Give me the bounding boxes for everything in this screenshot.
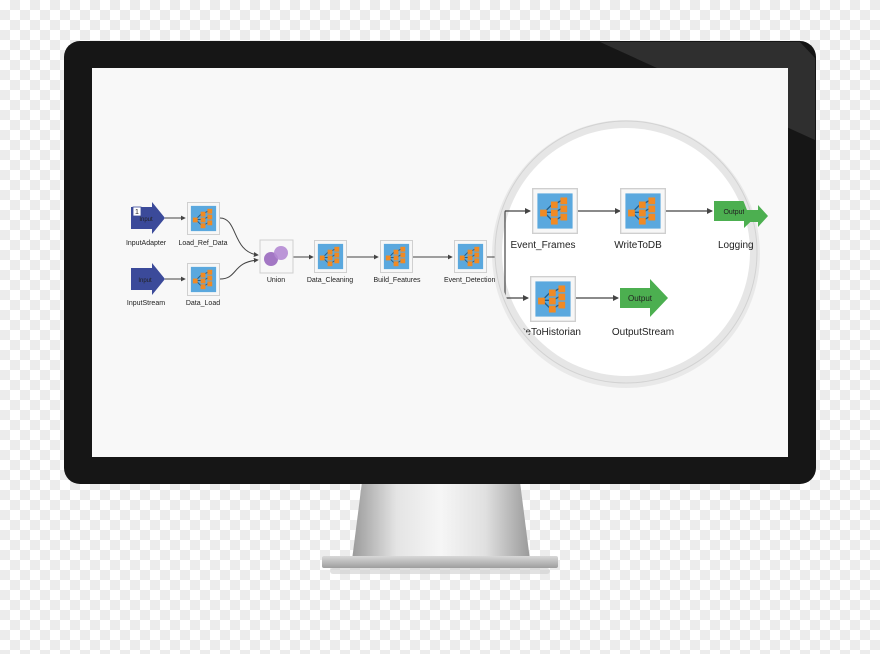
- event-frames-node[interactable]: Event_Frames: [510, 188, 578, 251]
- operator-icon: [187, 202, 220, 235]
- operator-icon: [532, 188, 578, 234]
- data-cleaning-node[interactable]: Data_Cleaning: [307, 240, 353, 284]
- load-ref-data-label: Load_Ref_Data: [178, 240, 227, 247]
- event-frames-label: Event_Frames: [510, 240, 575, 251]
- data-cleaning-label: Data_Cleaning: [307, 277, 353, 284]
- output-stream-label: OutputStream: [612, 327, 674, 338]
- load-ref-data-node[interactable]: Load_Ref_Data: [178, 202, 228, 247]
- build-features-node[interactable]: Build_Features: [373, 240, 421, 284]
- data-load-node[interactable]: Data_Load: [186, 263, 220, 307]
- build-features-label: Build_Features: [373, 277, 421, 284]
- write-to-historian-label: WriteToHistorian: [508, 327, 581, 338]
- input-badge-text: Input: [139, 217, 153, 223]
- event-detection-label: Event_Detection: [444, 277, 495, 284]
- monitor-base: [322, 556, 558, 568]
- operator-icon: [380, 240, 413, 273]
- data-load-label: Data_Load: [186, 300, 220, 307]
- lens-face: [502, 128, 750, 376]
- input-number-badge: [132, 206, 142, 217]
- output-badge-text: Output: [628, 294, 653, 303]
- write-to-db-node[interactable]: WriteToDB: [614, 188, 666, 251]
- input-arrow-icon: [131, 263, 165, 295]
- operator-icon: [530, 276, 576, 322]
- union-icon-overlap: [274, 246, 288, 260]
- magnifier-lens: Event_Frames WriteToDB Output Logging Wr…: [492, 120, 768, 388]
- union-node[interactable]: Union: [259, 239, 294, 284]
- input-stream-label: InputStream: [127, 300, 165, 307]
- output-arrow-icon: [744, 205, 768, 227]
- monitor-base-shadow: [330, 568, 550, 574]
- input-adapter-node[interactable]: 1 Input InputAdapter: [126, 202, 167, 247]
- write-to-db-label: WriteToDB: [614, 240, 662, 251]
- input-number-text: 1: [135, 209, 139, 216]
- logging-arrow-outside: [744, 205, 768, 227]
- operator-icon: [454, 240, 487, 273]
- input-badge-text: Input: [138, 278, 152, 284]
- operator-icon: [620, 188, 666, 234]
- output-stream-node[interactable]: Output OutputStream: [612, 279, 674, 338]
- output-arrow-icon: [620, 279, 668, 317]
- monitor-stand: [352, 482, 530, 560]
- zoomed-view: Event_Frames WriteToDB Output Logging Wr…: [498, 188, 754, 338]
- output-badge-text: Output: [723, 209, 744, 216]
- operator-icon: [314, 240, 347, 273]
- operator-icon: [187, 263, 220, 296]
- input-stream-node[interactable]: Input InputStream: [127, 263, 165, 307]
- logging-label: Logging: [718, 240, 754, 251]
- union-label: Union: [267, 277, 285, 284]
- event-detection-node[interactable]: Event_Detection: [444, 240, 495, 284]
- write-to-historian-node[interactable]: WriteToHistorian: [508, 276, 581, 338]
- input-adapter-label: InputAdapter: [126, 240, 167, 247]
